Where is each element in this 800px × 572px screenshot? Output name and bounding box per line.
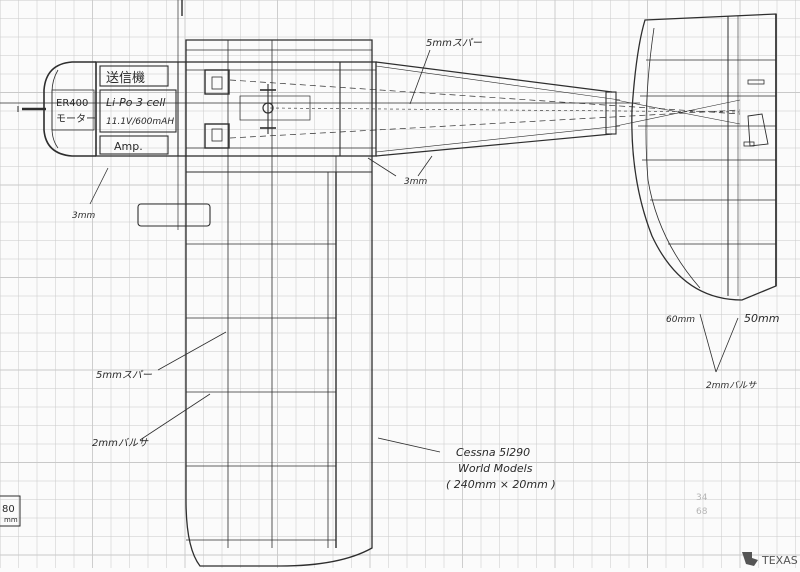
tail-plane-outline xyxy=(631,13,777,301)
boom-top xyxy=(375,61,613,93)
label-3mm-right: 3mm xyxy=(404,177,427,187)
boom-end-block xyxy=(605,91,617,135)
faint-mark-2: 68 xyxy=(696,507,708,517)
pushrod-1 xyxy=(229,79,741,115)
label-battery-line2: 11.1V/600mAH xyxy=(106,117,174,127)
label-50mm: 50mm xyxy=(744,312,779,325)
leader-spar-wing xyxy=(157,331,227,371)
wing-outline xyxy=(185,39,373,567)
esc-motor-box xyxy=(51,89,95,131)
amp-box xyxy=(99,135,169,155)
label-3mm-left: 3mm xyxy=(72,211,95,221)
leader-lines xyxy=(89,49,739,453)
label-60mm: 60mm xyxy=(666,315,695,325)
main-wing xyxy=(137,39,373,567)
leader-spar-tail xyxy=(409,49,431,105)
pushrod-2 xyxy=(229,109,741,139)
pushrod-3 xyxy=(269,107,741,113)
corner-box-value: 80 xyxy=(2,504,15,515)
label-balsa-tail: 2mmバルサ xyxy=(706,380,757,391)
label-spar-tail: 5mmスパー xyxy=(426,37,483,49)
boom-spar-a xyxy=(375,65,621,101)
texas-logo: TEXAS xyxy=(742,552,798,567)
logo-text: TEXAS xyxy=(761,554,798,567)
annotations: 送信機 ER400 モーター Li-Po 3 cell 11.1V/600mAH… xyxy=(56,37,779,517)
label-esc-motor-bottom: モーター xyxy=(56,113,96,125)
servo-bottom xyxy=(204,123,230,149)
elevator-horn xyxy=(747,113,769,147)
label-amp: Amp. xyxy=(114,140,143,153)
label-esc-motor-top: ER400 xyxy=(56,98,88,109)
tail-small-block-2 xyxy=(743,141,755,147)
faint-mark-1: 34 xyxy=(696,493,708,503)
leader-3mm-right-b xyxy=(417,155,433,177)
label-model-maker: World Models xyxy=(458,462,533,475)
leader-balsa-tail-b xyxy=(715,317,739,373)
leader-balsa-tail-a xyxy=(699,313,717,373)
servo-top xyxy=(204,69,230,95)
label-transmitter: 送信機 xyxy=(106,71,145,86)
leader-balsa-wing xyxy=(139,393,211,441)
servo-bottom-inner xyxy=(211,128,223,142)
tail-small-block xyxy=(747,79,765,85)
texas-state-icon xyxy=(742,552,758,566)
tail-plane xyxy=(631,13,777,301)
reference-lines xyxy=(0,0,640,500)
boom-spar-b xyxy=(375,125,621,153)
label-model-size: ( 240mm × 20mm ) xyxy=(446,478,556,491)
fuselage xyxy=(17,61,377,157)
label-model-name: Cessna 5l290 xyxy=(456,446,530,459)
leader-3mm-left xyxy=(89,167,109,205)
servo-tray xyxy=(239,95,311,121)
corner-box-frame xyxy=(0,495,21,527)
boom-bottom xyxy=(375,133,613,157)
battery-box xyxy=(99,89,177,133)
tail-cross-2 xyxy=(615,99,741,127)
tail-plane-inner-edge xyxy=(645,27,701,289)
nose-inner xyxy=(51,69,59,149)
wing-mount-block xyxy=(137,203,211,227)
transmitter-box xyxy=(99,65,169,87)
label-balsa-wing: 2mmバルサ xyxy=(92,437,149,449)
leader-model xyxy=(377,437,441,453)
tail-cross-1 xyxy=(615,99,741,125)
corner-scale-box: 80 mm xyxy=(0,495,21,527)
label-spar-wing: 5mmスパー xyxy=(96,369,153,381)
corner-box-unit: mm xyxy=(4,516,18,524)
leader-3mm-right-a xyxy=(367,157,397,177)
fuselage-box xyxy=(95,61,377,157)
tail-boom xyxy=(229,61,741,157)
label-battery-line1: Li-Po 3 cell xyxy=(106,96,165,109)
servo-top-inner xyxy=(211,76,223,90)
